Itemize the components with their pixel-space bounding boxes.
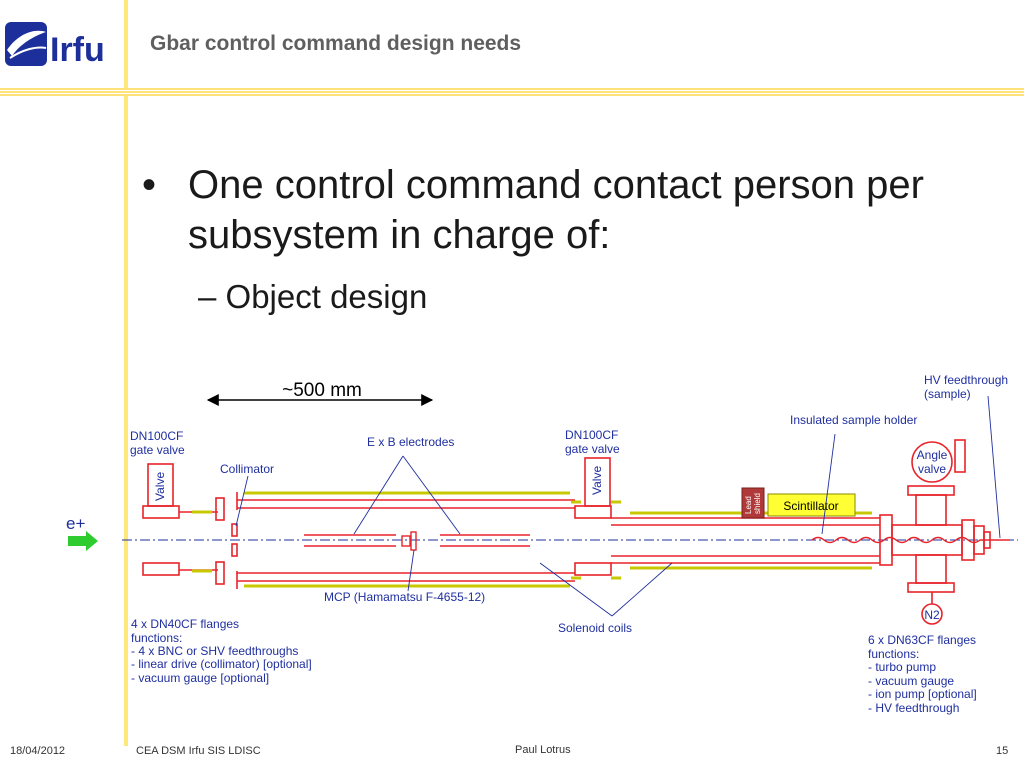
dn100-left-label-2: gate valve [130, 443, 185, 457]
footer-author: Paul Lotrus [515, 744, 571, 756]
right-valve-label: Valve [590, 466, 604, 495]
exb-label: E x B electrodes [367, 435, 454, 449]
footer-page-number: 15 [996, 745, 1009, 757]
sub-bullet-object-design: – Object design [198, 278, 428, 315]
scintillator-box [767, 493, 856, 517]
dn63-line-4: - vacuum gauge [868, 674, 954, 688]
scintillator-label: Scintillator [783, 499, 838, 513]
positron-label: e+ [66, 514, 85, 533]
horizontal-accent-line [0, 88, 1024, 96]
left-valve-label: Valve [153, 472, 167, 501]
dn40-line-4: - linear drive (collimator) [optional] [131, 657, 312, 671]
dn63-line-2: functions: [868, 647, 919, 661]
dn100-right-label-2: gate valve [565, 442, 620, 456]
valve-coil-marks [571, 500, 621, 580]
dn40-line-3: - 4 x BNC or SHV feedthroughs [131, 644, 298, 658]
logo-text: Irfu [50, 31, 105, 69]
dn40-line-5: - vacuum gauge [optional] [131, 671, 269, 685]
angle-valve [911, 441, 953, 483]
beam-arrow-icon [68, 531, 98, 551]
dn63-line-1: 6 x DN63CF flanges [868, 633, 976, 647]
sample-holder [811, 536, 1010, 544]
dn40-flange-notes: 4 x DN40CF flanges functions: - 4 x BNC … [131, 617, 312, 685]
dn100-left-label-1: DN100CF [130, 429, 183, 443]
bullet-1-text: One control command contact person per s… [188, 163, 924, 257]
dn63-flange-notes: 6 x DN63CF flanges functions: - turbo pu… [868, 633, 977, 715]
mcp-detector [401, 531, 417, 551]
lead-shield-label-1: Lead [744, 496, 753, 514]
logo-swoosh-line [9, 46, 47, 59]
dn40-line-1: 4 x DN40CF flanges [131, 617, 239, 631]
collimator-label: Collimator [220, 462, 274, 476]
dn40-line-2: functions: [131, 631, 182, 645]
lead-shield-label-2: shield [753, 493, 762, 514]
left-pipe [179, 492, 575, 589]
dn100-right-label-1: DN100CF [565, 428, 618, 442]
mcp-label: MCP (Hamamatsu F-4655-12) [324, 590, 485, 604]
left-gate-valve [142, 463, 180, 576]
insulated-holder-label: Insulated sample holder [790, 413, 917, 427]
angle-valve-label-2: valve [918, 462, 946, 476]
n2-label: N2 [924, 608, 940, 622]
logo-swoosh [7, 30, 46, 56]
cross-chamber [879, 439, 991, 593]
lead-shield [741, 487, 765, 519]
apparatus-diagram: ~500 mm e+ Valve Valve [66, 373, 1018, 715]
leader-lines [235, 395, 1001, 617]
dn63-line-5: - ion pump [optional] [868, 687, 977, 701]
hv-feedthrough-label-2: (sample) [924, 387, 971, 401]
right-gate-valve [574, 457, 612, 576]
solenoid-label: Solenoid coils [558, 621, 632, 635]
slide-title: Gbar control command design needs [150, 32, 522, 55]
logo-emblem [5, 22, 47, 66]
angle-valve-label-1: Angle [917, 448, 948, 462]
vertical-accent-line [124, 0, 128, 746]
exb-electrodes [304, 534, 530, 547]
footer-date: 18/04/2012 [10, 745, 66, 757]
irfu-logo: Irfu [5, 22, 105, 69]
scale-label: ~500 mm [282, 380, 362, 401]
footer-organization: CEA DSM Irfu SIS LDISC [136, 745, 261, 757]
hv-feedthrough-label-1: HV feedthrough [924, 373, 1008, 387]
dn63-line-6: - HV feedthrough [868, 701, 959, 715]
dn63-line-3: - turbo pump [868, 660, 936, 674]
bullet-marker: • [142, 163, 157, 207]
left-solenoid-coils [192, 491, 570, 588]
